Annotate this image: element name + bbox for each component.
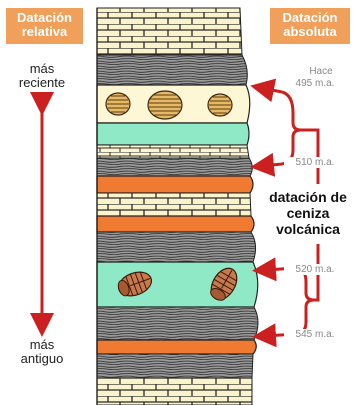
shell-fossil-icon	[208, 94, 232, 116]
oldest-line1: más	[2, 338, 82, 352]
brick-layer	[97, 378, 252, 405]
age-label-545: 545 m.a.	[284, 329, 346, 340]
orange-ash-layer	[97, 176, 253, 193]
relative-header-line1: Datación	[6, 11, 83, 25]
shell-fossil-icon	[106, 93, 130, 115]
orange-ash-layer	[97, 216, 254, 232]
shale-layer	[97, 307, 258, 340]
most-recent-line2: reciente	[2, 76, 82, 90]
orange-ash-layer	[97, 340, 256, 354]
ash-label-line1: datación de	[258, 189, 358, 205]
ash-label-line2: ceniza	[258, 205, 358, 221]
green-layer	[97, 123, 249, 145]
ash-label-line3: volcánica	[258, 221, 358, 237]
shell-fossil-icon	[148, 91, 182, 119]
oldest-line2: antiguo	[2, 352, 82, 366]
thin-brick-layer	[97, 145, 249, 158]
brick-layer	[97, 8, 242, 55]
brace-arrow-icon	[262, 88, 301, 166]
most-recent-label: más reciente	[2, 62, 82, 90]
relative-dating-header: Datación relativa	[6, 8, 83, 44]
absolute-header-line1: Datación	[270, 11, 350, 25]
strata-column	[97, 8, 258, 405]
most-recent-line1: más	[2, 62, 82, 76]
shale-layer	[97, 232, 256, 262]
absolute-dating-header: Datación absoluta	[270, 8, 350, 44]
shale-layer	[97, 354, 253, 378]
relative-header-line2: relativa	[6, 25, 83, 39]
absolute-header-line2: absoluta	[270, 25, 350, 39]
volcanic-ash-dating-label: datación de ceniza volcánica	[258, 189, 358, 237]
age-label-495: 495 m.a.	[284, 78, 346, 89]
brace-arrow-icon	[264, 268, 314, 336]
age-label-510: 510 m.a.	[284, 157, 346, 168]
age-label-520: 520 m.a.	[284, 264, 346, 275]
shale-layer	[97, 158, 252, 176]
shale-layer	[97, 55, 247, 85]
oldest-label: más antiguo	[2, 338, 82, 366]
hace-label: Hace	[300, 66, 342, 77]
brick-layer	[97, 193, 251, 216]
